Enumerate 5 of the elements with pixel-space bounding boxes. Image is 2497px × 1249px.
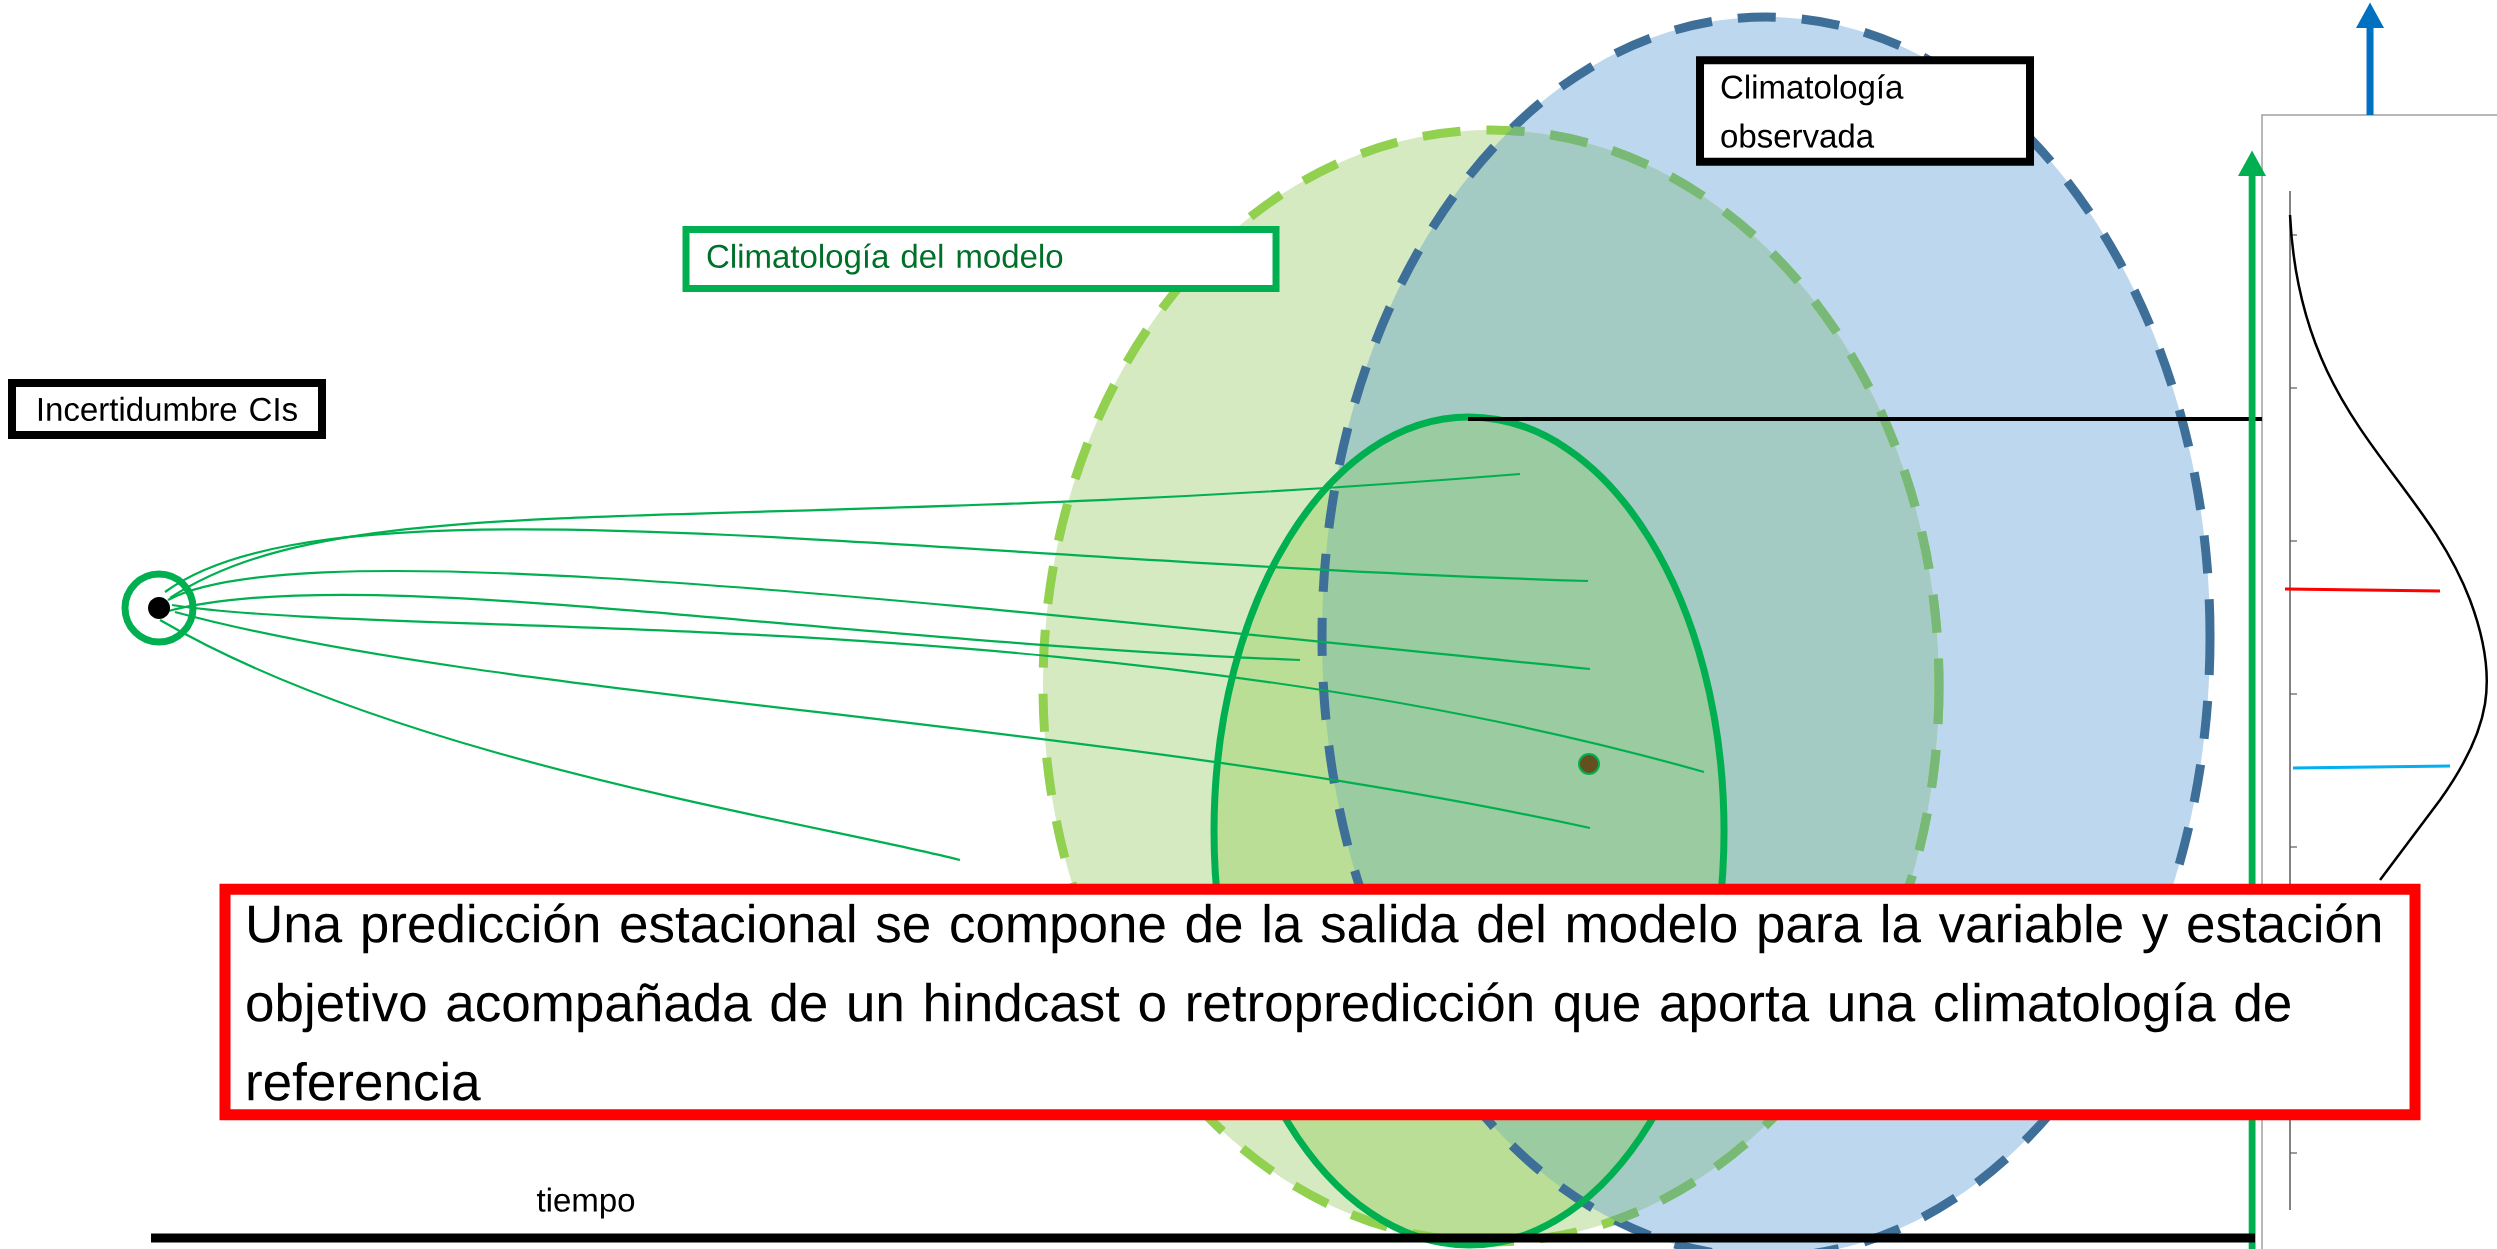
label-box: Climatología del modelo <box>682 225 1280 293</box>
label-box: Climatología observada <box>1696 56 2034 166</box>
label-box: Incertidumbre CIs <box>8 378 326 440</box>
caption-box: Una predicción estacional se compone de la salida del modelo para la variable y estación objetivo acompañada de un hindcast o retropredicción que aporta una climatología de referencia <box>219 883 2421 1121</box>
axis-label: tiempo <box>537 1187 635 1219</box>
